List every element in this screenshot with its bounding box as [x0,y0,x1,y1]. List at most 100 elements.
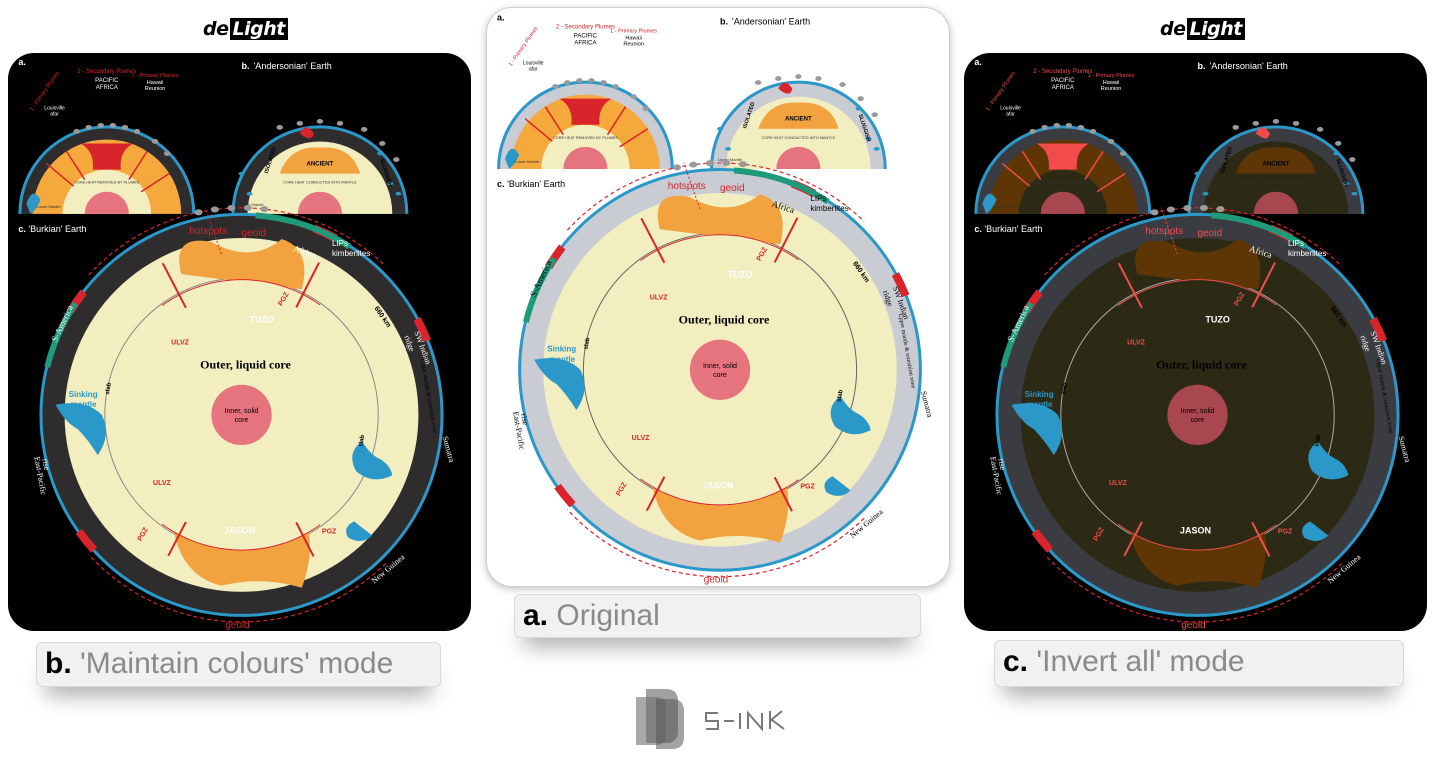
geoid-label: geoid [1198,228,1223,239]
sinking-label: Sinking [547,345,576,354]
sinking-label: Sinking [69,390,98,399]
upper-mantle-label: Upper Mantle [1196,202,1221,207]
primary-plume-conduit [1002,162,1031,187]
hotspot-cloud [379,141,386,146]
hotspots-label: hotspots [189,226,227,237]
geoid-label: geoid [704,575,729,586]
mantle-label: mantle [549,355,575,364]
hotspot-cloud [1041,124,1048,130]
sumatra-label: Sumatra [919,390,935,419]
core-heat-conducted-label: CORE HEAT CONDUCTED INTO MANTLE [762,136,836,140]
lower-mantle [247,141,393,214]
delight-logo-de: de [1160,18,1186,40]
sinking-slab [352,441,393,480]
hotspot-cloud [600,80,607,85]
jason-label: JASON [224,525,255,535]
lips-label: LIPs [332,239,348,248]
s-america-plate [523,256,557,323]
outer-liquid-core-label: Outer, liquid core [200,358,291,372]
inner-core [1040,191,1085,214]
inner-core-label: Inner, solid [703,363,737,370]
hotspot-cloud [1053,122,1060,128]
plume-arrow [1251,521,1271,557]
core-heat-conducted-label: CORE HEAT CONDUCTED INTO MANTLE [283,181,357,185]
slab-fragment [1333,151,1340,156]
delight-logo-de: de [203,18,229,40]
hotspot-cloud [163,151,171,156]
hotspot-cloud [871,112,878,118]
upper-mantle-label: Upper Mantle [240,202,265,207]
core-heat-removed-label: CORE HEAT REMOVED BY PLUMES [553,136,618,140]
africa-caps-label: AFRICA [1052,85,1074,91]
primary-plume-conduit [524,118,553,142]
hotspot-cloud [1316,126,1324,132]
hotspot-cloud [839,82,846,87]
afar-label: afar [1006,111,1015,117]
continent-plate [554,483,576,508]
pgz-label: PGZ [800,483,815,490]
mantle-label: mantle [1027,400,1053,409]
kimberlites-label: kimberlites [810,204,848,213]
hotspot-cloud [336,120,344,126]
geoid-label: geoid [720,183,745,194]
figure-part-c-title: 'Burkian' Earth [28,224,86,234]
caption-letter: b. [45,647,72,680]
hotspot-cloud [1183,205,1192,212]
slab-fragment [1343,181,1350,186]
tuzo-llsvp [1135,238,1261,290]
figure-part-c-label: c. [974,224,982,234]
africa-plate [733,167,830,205]
plume-arrow [167,521,187,557]
slab-fragment [377,151,384,156]
geoid-high-top [1044,207,1343,276]
slab-fragment [865,137,872,141]
ancient-llsvp [1235,147,1317,174]
tuzo-label: TUZO [1205,314,1230,324]
sinking-slab [346,521,373,542]
reunion-label: Reunion [1101,86,1122,92]
geoid-high-top [567,162,865,231]
secondary-plumes-label: 2 - Secondary Plumes [77,69,136,75]
ancient-llsvp [279,147,361,174]
slab-label: slab [358,434,366,447]
hotspot-leader [683,162,701,210]
afar-label: afar [529,67,538,73]
geoid-high-top [88,207,387,276]
louisville-label: Louisville [44,105,65,111]
slab-label: slab [837,389,845,402]
hotspot-cloud [1119,151,1127,156]
tuzo-label: TUZO [728,269,753,279]
continent-plate [75,528,97,553]
hawaii-label: Hawaii [1103,80,1120,86]
figure-part-b-title: 'Andersonian' Earth [1210,61,1288,71]
hotspot-cloud [705,160,714,167]
plume-head [299,127,314,139]
figure-part-c-label: c. [497,179,505,189]
hotspot-cloud [109,122,117,128]
pacific-label: PACIFIC [95,78,119,84]
hawaii-label: Hawaii [625,35,642,41]
hotspot-cloud [1089,128,1097,134]
delight-logo-light: Light [1186,18,1245,40]
caption-text: Original [556,599,660,632]
hotspot-cloud [673,164,682,171]
louisville-label: Louisville [523,60,544,66]
plume-arrow [295,262,320,308]
hotspot-leader [1160,207,1178,255]
figure-part-a-label: a. [497,12,505,22]
subducting-slab [505,148,520,169]
pgz-label: PGZ [322,528,337,535]
plume-head [778,82,793,94]
s-america-plate [1000,301,1034,368]
hotspot-cloud [73,128,80,134]
kimberlites-label: kimberlites [332,249,370,258]
slab-fragment [387,181,394,186]
subducting-slab [26,193,41,214]
slab-fragment [395,191,402,196]
slab-label: slab [1061,382,1069,395]
